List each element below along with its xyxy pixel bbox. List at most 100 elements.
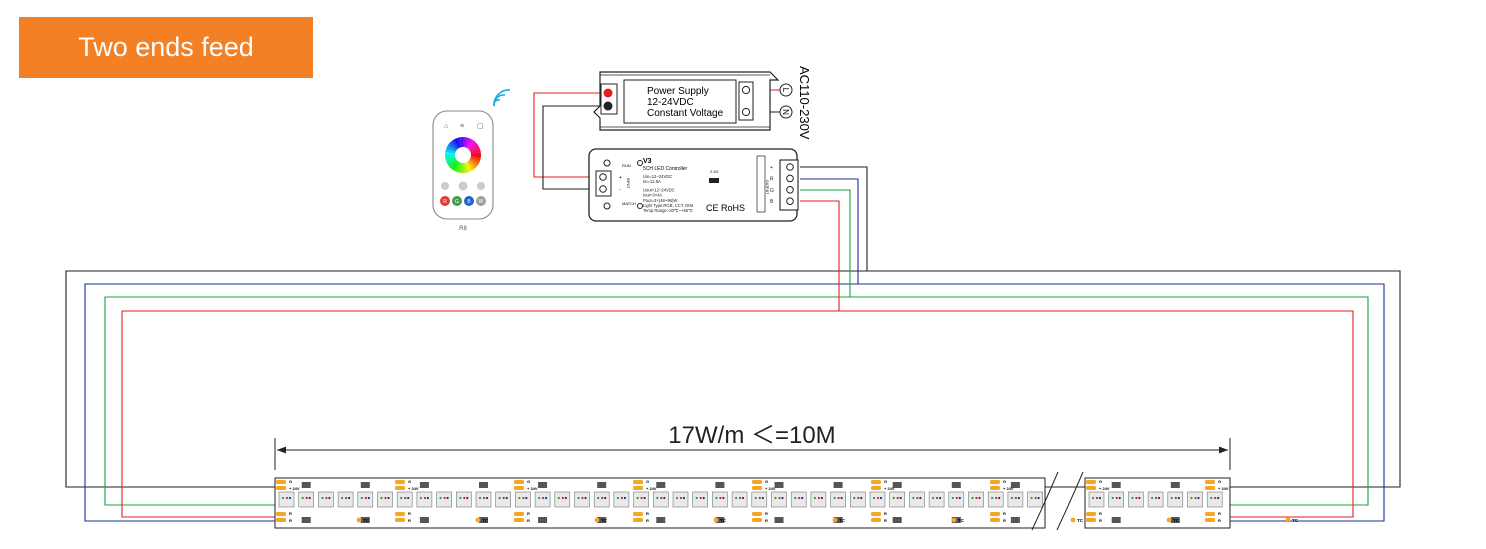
resistor — [301, 517, 311, 523]
pad-label-plus: + 24V — [1003, 486, 1014, 491]
led-die-red — [1034, 496, 1037, 500]
output-label: OUTPUT — [765, 180, 769, 195]
led-chip — [1088, 491, 1105, 508]
solder-pad — [276, 480, 286, 484]
resistor — [479, 482, 488, 488]
remote-right-icon — [477, 182, 485, 190]
led-die-green — [695, 496, 698, 500]
led-die-green — [616, 496, 620, 500]
led-die-green — [538, 496, 541, 500]
led-die-blue — [525, 496, 528, 500]
pad-label-r: R — [408, 518, 411, 523]
led-die-red — [384, 496, 387, 500]
resistor — [1170, 482, 1180, 488]
wire-ps-positive — [533, 92, 612, 178]
led-die-green — [971, 496, 974, 500]
resistor — [892, 482, 902, 488]
led-chip — [1108, 491, 1124, 508]
pad-label-g: G — [646, 479, 649, 484]
led-die-green — [321, 496, 324, 500]
led-chip — [712, 491, 728, 508]
remote-color-button — [440, 196, 450, 206]
remote-color-button — [452, 196, 462, 206]
led-die-green — [1151, 496, 1154, 500]
led-chip — [534, 491, 551, 508]
rf-label: 2.4G — [710, 169, 719, 174]
mount-hole-bm — [637, 203, 643, 209]
solder-pad — [990, 512, 1000, 516]
remote-color-button-label: W — [479, 199, 484, 205]
solder-pad — [1086, 486, 1096, 490]
tc-pad — [356, 517, 362, 523]
led-die-blue — [682, 496, 686, 500]
wiring — [65, 89, 1401, 522]
led-die-blue — [328, 496, 331, 500]
remote-color-button-label: R — [443, 199, 447, 205]
pad-label-tc: TC — [363, 518, 370, 523]
led-die-blue — [485, 496, 489, 500]
ac-n-letter: N — [781, 109, 790, 115]
pad-label-r: R — [884, 511, 887, 516]
led-die-blue — [860, 496, 863, 500]
led-die-blue — [387, 496, 390, 500]
led-chip — [790, 491, 807, 508]
ac-terminal-top — [741, 85, 751, 95]
power-supply: Power Supply 12-24VDC Constant Voltage L… — [593, 66, 812, 140]
led-die-blue — [1037, 496, 1040, 500]
led-die-green — [439, 496, 442, 500]
led-die-blue — [1217, 496, 1220, 500]
led-die-green — [1091, 496, 1095, 500]
pad-label-r: R — [1218, 511, 1221, 516]
led-die-green — [636, 496, 639, 500]
led-chip — [416, 491, 433, 508]
led-die-red — [561, 496, 564, 500]
match-label: MATCH — [622, 201, 636, 206]
banner-title: Two ends feed — [78, 32, 254, 62]
led-chip — [928, 491, 945, 508]
resistor — [1111, 482, 1121, 488]
led-die-red — [719, 496, 722, 500]
solder-pad — [633, 518, 643, 522]
resistor — [538, 482, 548, 488]
led-die-blue — [761, 496, 764, 500]
pad-label-r: R — [884, 518, 887, 523]
led-die-red — [876, 496, 880, 500]
led-die-green — [754, 496, 757, 500]
led-chip — [1007, 491, 1024, 508]
controller-spec-list: Uin=12~24VDCIin=12.5AUout=12~24VDCIout=3… — [643, 174, 693, 213]
tc-pad — [1070, 517, 1076, 523]
led-die-red — [482, 496, 486, 500]
led-die-green — [301, 496, 304, 500]
solder-pad — [276, 486, 286, 490]
tc-pad — [1166, 517, 1172, 523]
controller-spec-line: Light Type:RGB, CCT, DIM — [643, 203, 693, 208]
resistor — [656, 482, 666, 488]
led-die-red — [778, 496, 781, 500]
remote-color-button — [464, 196, 474, 206]
remote-power-icon — [458, 181, 468, 191]
output-terminal — [786, 197, 794, 205]
tc-pad — [951, 517, 957, 523]
pad-label-r: R — [765, 518, 768, 523]
pad-label-g: G — [289, 479, 292, 484]
led-die-red — [522, 496, 525, 500]
solder-pad — [1205, 480, 1215, 484]
led-die-green — [715, 496, 718, 500]
title-banner: Two ends feed — [19, 17, 313, 78]
led-chip — [613, 491, 630, 508]
led-die-green — [1111, 496, 1114, 500]
output-terminal — [786, 174, 794, 183]
led-die-green — [419, 496, 422, 500]
led-die-red — [443, 496, 446, 500]
led-die-red — [364, 496, 367, 500]
led-die-red — [896, 496, 899, 500]
controller-spec-line: Iout=3×4A — [643, 193, 663, 198]
pad-label-g: G — [527, 479, 530, 484]
remote-mode-icon: ≡ — [460, 123, 464, 130]
remote-home-icon: ⌂ — [444, 123, 448, 130]
mount-hole-tl — [603, 159, 611, 167]
led-die-red — [995, 496, 998, 500]
power-supply-label-panel — [623, 79, 737, 124]
output-terminals: +RGB — [770, 163, 794, 205]
